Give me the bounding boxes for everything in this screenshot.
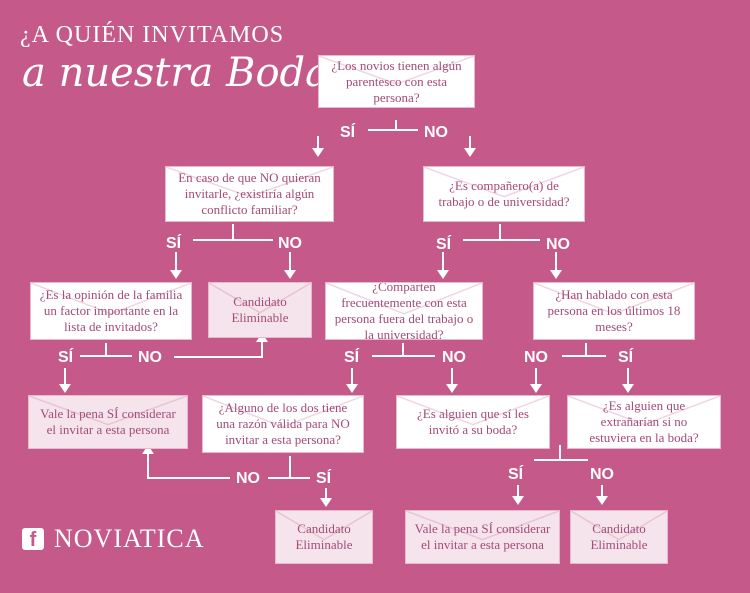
arrow-head [512, 496, 524, 505]
label-si: SÍ [344, 349, 360, 366]
title-line-2: a nuestra Boda? [22, 50, 351, 96]
label-no: NO [524, 349, 548, 366]
node-comparten: ¿Comparten frecuentemente con esta perso… [325, 282, 483, 340]
arrow-head [437, 270, 449, 279]
node-razon: ¿Alguno de los dos tiene una razón válid… [202, 395, 364, 453]
node-invito: ¿Es alguien que sí les invitó a su boda? [396, 395, 550, 449]
label-si: SÍ [316, 470, 332, 487]
arrow-head [464, 148, 476, 157]
node-parentesco: ¿Los novios tienen algún parentesco con … [318, 55, 475, 108]
arrow-head [59, 384, 71, 393]
node-conflicto: En caso de que NO quieran invitarle, ¿ex… [165, 166, 334, 222]
brand-name: NOVIATICA [54, 524, 205, 553]
arrow-head [320, 498, 332, 507]
label-no: NO [138, 349, 162, 366]
label-no: NO [278, 235, 302, 252]
label-si: SÍ [436, 236, 452, 253]
arrow-head [284, 270, 296, 279]
node-eliminable-1: Candidato Eliminable [208, 282, 312, 338]
arrow-head [530, 384, 542, 393]
brand-logo: f NOVIATICA [22, 524, 205, 554]
node-eliminable-2: Candidato Eliminable [275, 510, 373, 564]
node-opinion: ¿Es la opinión de la familia un factor i… [30, 282, 192, 340]
node-eliminable-3: Candidato Eliminable [570, 510, 668, 564]
label-si: SÍ [508, 466, 524, 483]
label-no: NO [236, 470, 260, 487]
label-no: NO [442, 349, 466, 366]
label-no: NO [546, 236, 570, 253]
node-extranarian: ¿Es alguien que extrañarían si no estuvi… [567, 395, 721, 449]
arrow-head [550, 270, 562, 279]
arrow-head [346, 384, 358, 393]
label-si: SÍ [58, 349, 74, 366]
node-vale-2: Vale la pena SÍ considerar el invitar a … [405, 510, 560, 564]
arrow-head [596, 496, 608, 505]
facebook-icon[interactable]: f [22, 528, 44, 550]
arrow-head [622, 384, 634, 393]
label-si: SÍ [618, 349, 634, 366]
label-no: NO [424, 124, 448, 141]
node-vale-1: Vale la pena SÍ considerar el invitar a … [28, 395, 188, 449]
title-line-1: ¿A QUIÉN INVITAMOS [20, 22, 285, 48]
label-si: SÍ [166, 235, 182, 252]
node-companero: ¿Es compañero(a) de trabajo o de univers… [423, 166, 585, 222]
arrow-head [446, 384, 458, 393]
arrow-head [312, 148, 324, 157]
arrow-head [170, 270, 182, 279]
arrow-head [142, 445, 154, 454]
label-no: NO [590, 466, 614, 483]
node-hablado: ¿Han hablado con esta persona en los últ… [533, 282, 695, 340]
label-si: SÍ [340, 124, 356, 141]
